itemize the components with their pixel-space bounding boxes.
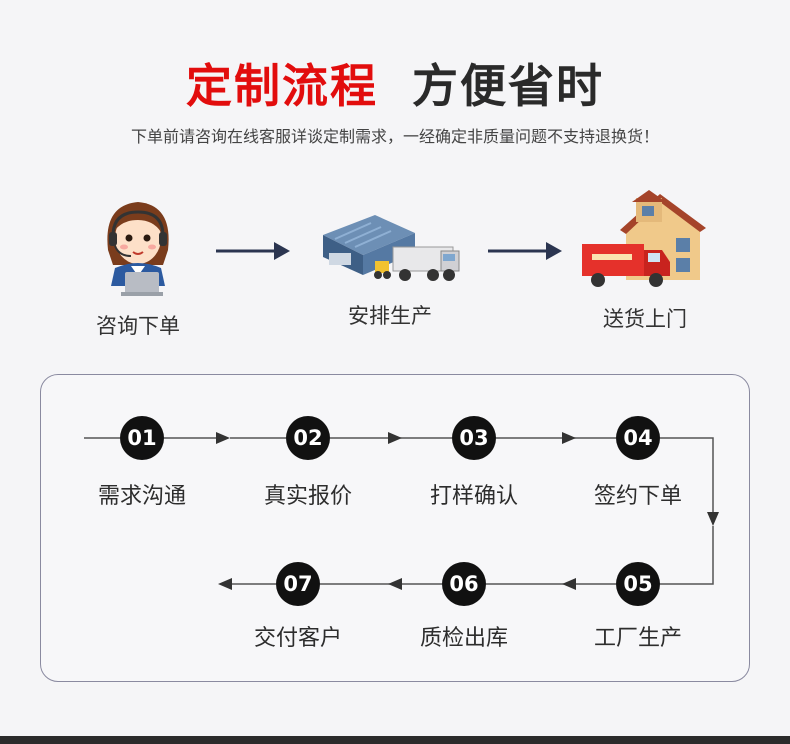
step-number-badge: 02 bbox=[286, 416, 330, 460]
arrow-right-icon bbox=[488, 242, 562, 260]
title-tagline: 方便省时 bbox=[412, 59, 604, 113]
step-number-badge: 04 bbox=[616, 416, 660, 460]
flow-step-label: 质检出库 bbox=[419, 626, 508, 651]
flow-step-label: 打样确认 bbox=[429, 484, 518, 509]
step-number-badge: 01 bbox=[120, 416, 164, 460]
step-label: 安排生产 bbox=[348, 304, 432, 328]
delivery-house-icon bbox=[581, 190, 706, 287]
step-label: 咨询下单 bbox=[96, 314, 180, 338]
factory-truck-icon bbox=[323, 215, 460, 281]
flow-step-label: 工厂生产 bbox=[593, 626, 682, 651]
arrow-right-icon bbox=[216, 242, 290, 260]
step-door-delivery: 送货上门 bbox=[575, 188, 715, 333]
step-consult-order: 咨询下单 bbox=[78, 190, 198, 340]
flow-step-label: 需求沟通 bbox=[97, 484, 186, 509]
flow-step-label: 签约下单 bbox=[593, 484, 682, 509]
step-number-badge: 06 bbox=[442, 562, 486, 606]
footer-bar bbox=[0, 736, 790, 744]
customer-service-agent-icon bbox=[107, 202, 169, 296]
step-label: 送货上门 bbox=[603, 307, 687, 331]
subtitle-notice: 下单前请咨询在线客服详谈定制需求，一经确定非质量问题不支持退换货！ bbox=[130, 127, 659, 146]
step-number-badge: 05 bbox=[616, 562, 660, 606]
step-arrange-production: 安排生产 bbox=[310, 195, 470, 330]
flow-step-label: 交付客户 bbox=[253, 626, 342, 651]
flow-step-label: 真实报价 bbox=[263, 484, 352, 509]
step-number-badge: 07 bbox=[276, 562, 320, 606]
title-highlight: 定制流程 bbox=[186, 59, 378, 113]
step-number-badge: 03 bbox=[452, 416, 496, 460]
page-title: 定制流程方便省时 bbox=[0, 50, 790, 116]
